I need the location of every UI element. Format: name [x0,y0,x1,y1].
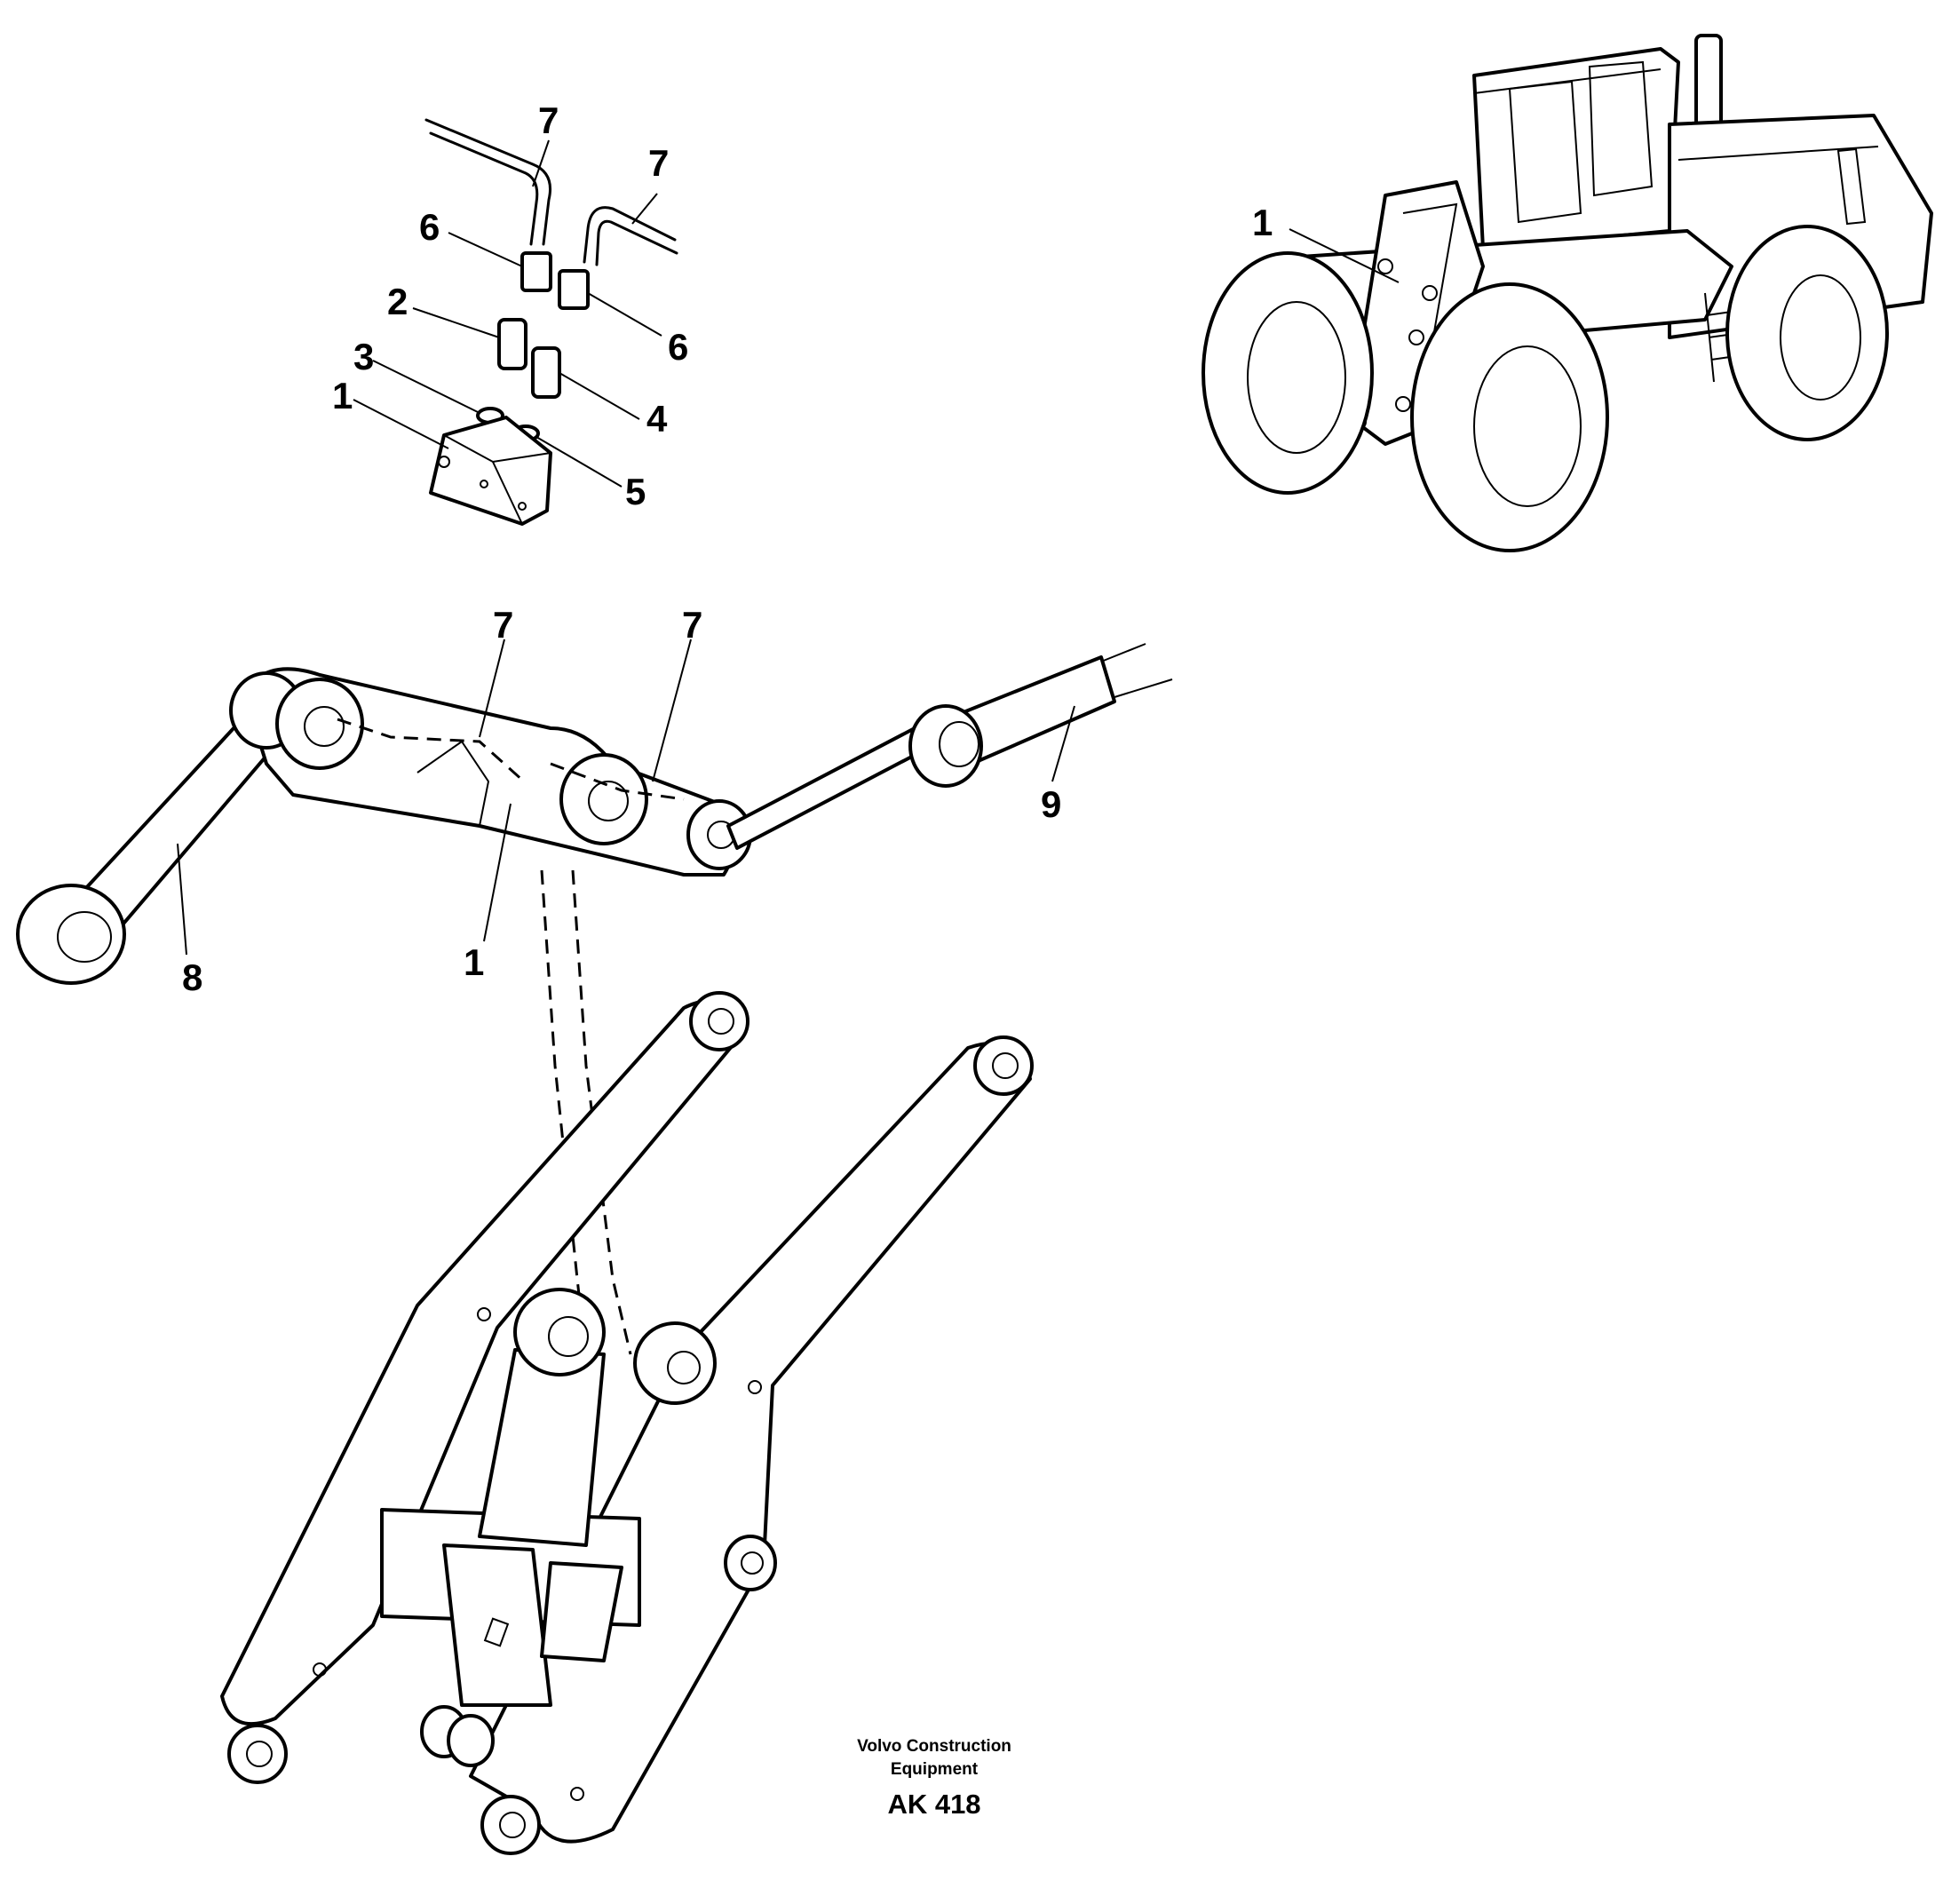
front-right-wheel [1410,282,1609,552]
callout-3: 3 [353,336,374,377]
callout-7-right: 7 [648,142,669,184]
pipe-right-b [595,219,678,266]
pipe-left-b [429,131,539,246]
callout-6-right: 6 [668,326,688,368]
pipe-right [583,206,677,264]
caption-block: Volvo Construction Equipment AK 418 [857,1737,1011,1820]
pipe-left [424,118,551,246]
callout-2: 2 [387,281,408,322]
rod-end-left [16,884,126,985]
caption-company-line2: Equipment [891,1760,979,1779]
callout-5: 5 [625,471,646,512]
nut-left [520,251,552,292]
cylinder-rod [726,726,925,850]
callout-7-lever-right: 7 [682,604,702,646]
rear-wheel [1725,225,1889,441]
center-link [478,1348,606,1547]
pipe-7-left-dashed [337,718,526,783]
fitting-detail: 7 7 6 6 2 3 4 1 5 [332,99,688,526]
hose-dashed-left [540,869,588,1360]
front-left-wheel [1202,251,1374,495]
callout-6-left: 6 [419,206,440,248]
callout-4: 4 [646,398,668,440]
callout-8: 8 [182,956,202,998]
wheel-loader-illustration: 1 [1202,34,1933,552]
bucket-bracket [442,1543,552,1707]
caption-company-line1: Volvo Construction [857,1737,1011,1756]
callout-1-lever: 1 [464,941,484,983]
pipe-7-right-dashed [550,762,685,801]
union-4 [531,346,561,399]
union-2 [497,318,527,370]
callout-1: 1 [332,375,353,416]
callout-9: 9 [1041,783,1061,825]
caption-drawing-code: AK 418 [887,1789,980,1820]
linkage-assembly: 7 7 1 8 9 [16,604,1173,1855]
callout-7-left: 7 [538,99,559,141]
nut-right [558,269,590,310]
callout-1-machine: 1 [1252,202,1273,243]
callout-7-lever-left: 7 [493,604,513,646]
